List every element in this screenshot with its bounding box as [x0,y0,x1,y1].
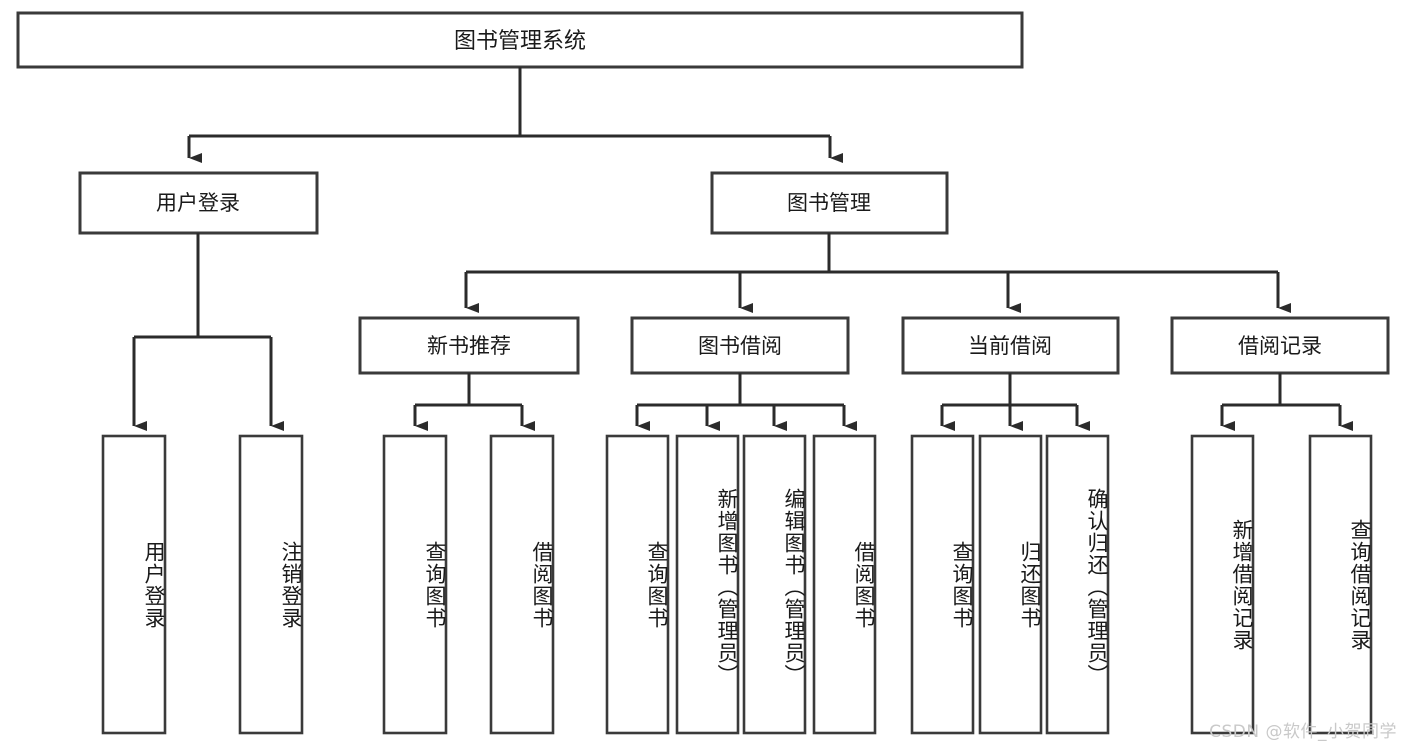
node-user-login-label: 用户登录 [156,191,240,215]
csdn-watermark: CSDN @软件_小贺同学 [1209,722,1397,742]
node-root-box [16,11,1024,69]
connector-new-book-rec-to-leaves [413,373,535,431]
node-book-borrow-label: 图书借阅 [698,334,782,358]
leaf-box-return-book[interactable] [978,434,1043,735]
leaf-box-user-login[interactable] [101,434,167,735]
leaf-box-add-book[interactable] [675,434,740,735]
connector-book-borrow-to-leaves [635,373,857,431]
leaf-box-query-book-1[interactable] [382,434,448,735]
node-new-book-rec[interactable]: 新书推荐 [358,316,580,375]
leaf-box-borrow-book-1[interactable] [489,434,555,735]
connector-user-login-to-leaves [132,233,284,431]
node-current-borrow-label: 当前借阅 [968,334,1052,358]
leaf-box-confirm-return[interactable] [1045,434,1110,735]
leaf-box-logout[interactable] [238,434,304,735]
node-user-login[interactable]: 用户登录 [78,171,319,235]
node-book-manage-label: 图书管理 [787,191,871,215]
leaf-box-query-book-2[interactable] [605,434,670,735]
leaf-box-add-record[interactable] [1190,434,1255,735]
node-root[interactable]: 图书管理系统 [16,11,1024,69]
node-current-borrow-box [901,316,1120,375]
leaf-box-query-record[interactable] [1308,434,1373,735]
node-root-label: 图书管理系统 [454,29,586,54]
node-borrow-record[interactable]: 借阅记录 [1170,316,1390,375]
leaf-box-query-book-3[interactable] [910,434,975,735]
node-borrow-record-label: 借阅记录 [1238,334,1322,358]
leaf-box-borrow-book-2[interactable] [812,434,877,735]
connector-current-borrow-to-leaves [940,373,1090,431]
node-book-borrow[interactable]: 图书借阅 [630,316,850,375]
leaf-box-edit-book[interactable] [742,434,807,735]
node-new-book-rec-box [358,316,580,375]
node-book-manage[interactable]: 图书管理 [710,171,949,235]
node-new-book-rec-label: 新书推荐 [427,334,511,358]
connector-borrow-record-to-leaves [1220,373,1353,431]
node-user-login-box [78,171,319,235]
connector-book-manage-to-level3 [464,233,1291,313]
connector-root-to-level2 [187,67,843,163]
node-current-borrow[interactable]: 当前借阅 [901,316,1120,375]
